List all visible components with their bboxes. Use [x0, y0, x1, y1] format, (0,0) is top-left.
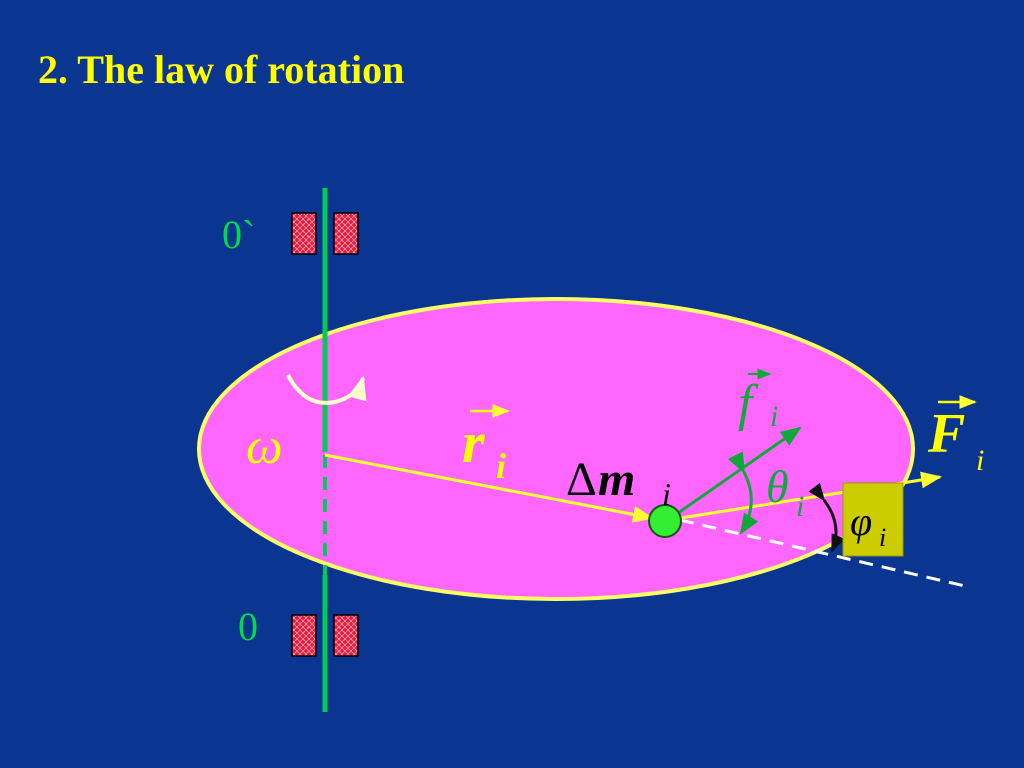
bearing-bottom-right	[333, 614, 359, 657]
axis-bottom-label: 0	[238, 604, 258, 649]
bearing-top-left	[291, 212, 317, 255]
bearing-bottom-left	[291, 614, 317, 657]
mass-symbol: m	[598, 453, 635, 506]
phi-angle-arc	[808, 482, 845, 553]
phi-subscript: i	[879, 523, 886, 552]
external-force-subscript: i	[976, 444, 984, 477]
radius-extension-dashed	[679, 518, 966, 588]
mass-element-dot	[648, 504, 682, 538]
radius-vector	[324, 453, 655, 523]
rotation-direction-arrow	[286, 374, 367, 405]
internal-force-subscript: i	[770, 400, 778, 433]
radius-vector-symbol: r	[462, 410, 485, 475]
slide-title: 2. The law of rotation	[38, 47, 405, 92]
radius-vector-subscript: i	[496, 446, 506, 486]
axis-top-label: 0`	[222, 212, 255, 257]
external-force-label: F i	[927, 395, 984, 477]
phi-symbol: φ	[850, 499, 872, 544]
phi-label-box	[842, 482, 904, 557]
mass-subscript: i	[662, 476, 671, 512]
theta-angle-arc	[727, 451, 759, 535]
phi-label: φ i	[850, 499, 886, 552]
external-force-symbol: F	[927, 403, 965, 465]
theta-label: θ i	[766, 461, 804, 523]
mass-label: Δ m i	[566, 453, 671, 512]
omega-symbol: ω	[246, 418, 283, 475]
bearing-top-right	[333, 212, 359, 255]
mass-delta: Δ	[566, 453, 597, 506]
rotating-disk	[197, 297, 915, 601]
theta-subscript: i	[796, 490, 804, 523]
radius-label: r i	[462, 404, 510, 486]
theta-symbol: θ	[766, 461, 789, 512]
